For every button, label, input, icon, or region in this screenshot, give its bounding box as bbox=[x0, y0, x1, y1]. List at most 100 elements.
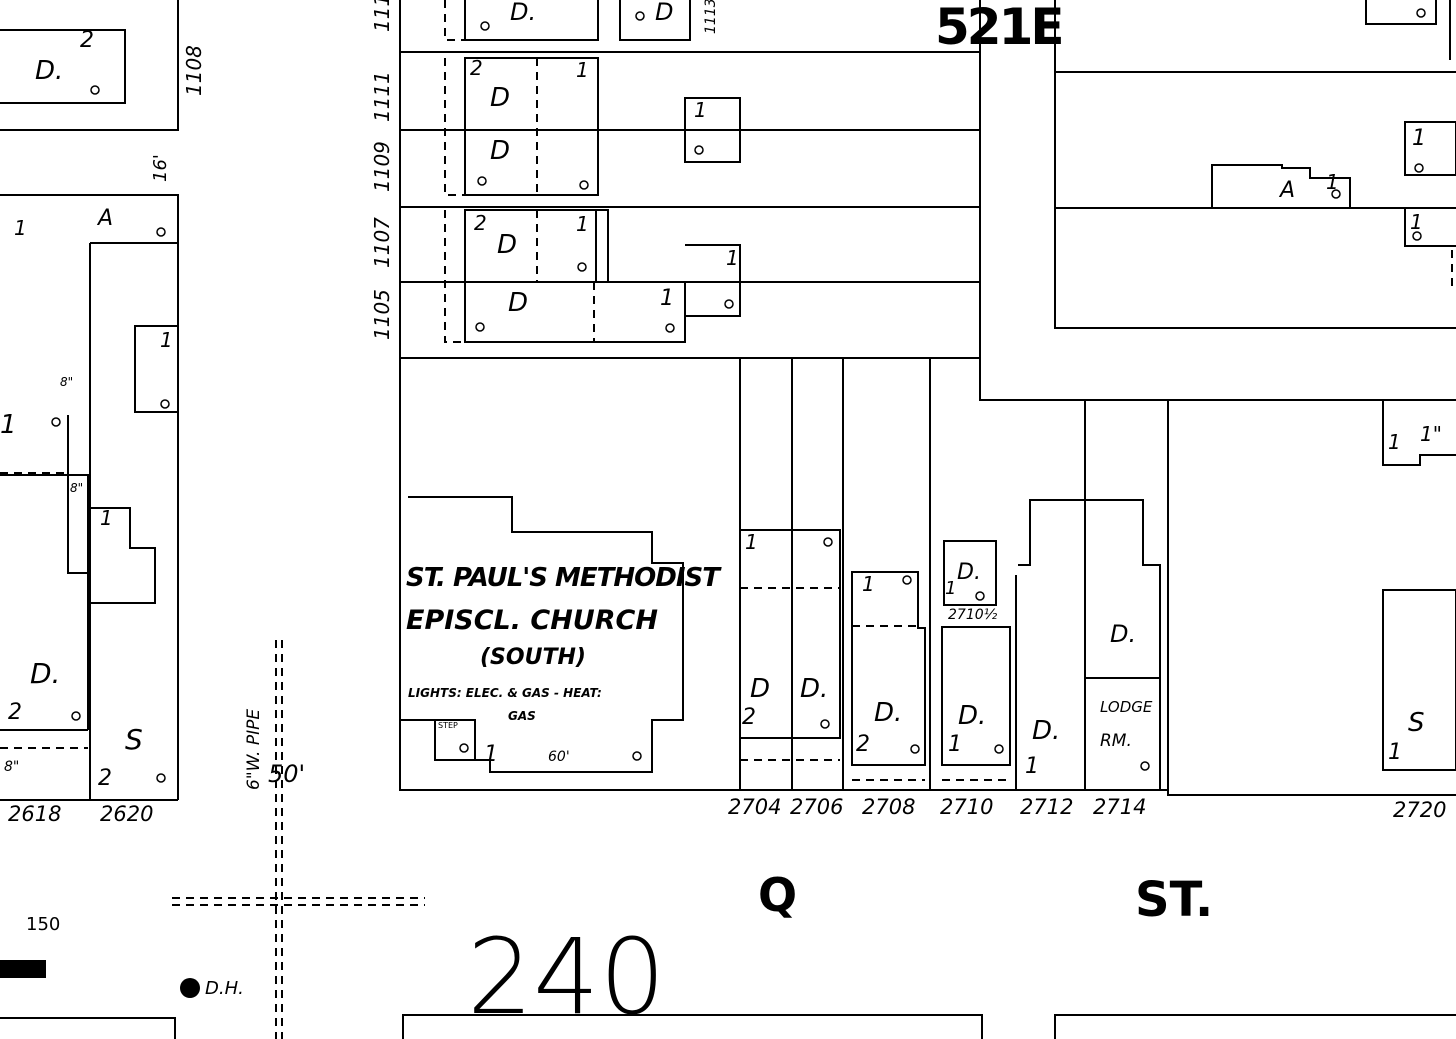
building-outline bbox=[1404, 208, 1456, 247]
story-count: 2 bbox=[856, 732, 870, 757]
dwelling-mark: D bbox=[490, 83, 511, 113]
address: 2704 bbox=[728, 795, 782, 819]
dwelling-mark: D bbox=[490, 136, 511, 166]
building-outline bbox=[464, 209, 686, 343]
dwelling-mark: D. bbox=[35, 56, 64, 86]
address: 2710½ bbox=[948, 607, 998, 623]
dwelling-mark: D bbox=[508, 288, 529, 318]
dwelling-mark: D. bbox=[1110, 620, 1137, 648]
dwelling-mark: D. bbox=[1032, 716, 1061, 746]
building-outline bbox=[0, 474, 89, 730]
street-name-q: Q bbox=[758, 868, 798, 922]
address: 2706 bbox=[790, 795, 844, 819]
story-count: 1 bbox=[745, 530, 758, 554]
story-count: 1 bbox=[1410, 210, 1423, 234]
building-outline bbox=[464, 0, 599, 41]
address: 2720 bbox=[1393, 798, 1447, 822]
address: 2620 bbox=[100, 802, 154, 826]
address: 1111 bbox=[370, 71, 394, 122]
dwelling-mark: D. bbox=[510, 0, 537, 26]
lodge-label: LODGE bbox=[1100, 698, 1153, 716]
church-outline bbox=[400, 496, 684, 773]
church-subtitle: (SOUTH) bbox=[480, 645, 586, 670]
building-outline bbox=[685, 244, 741, 317]
building-outline bbox=[740, 529, 841, 739]
auto-mark: A bbox=[98, 206, 114, 231]
church-height: 60' bbox=[548, 749, 570, 765]
story-count: 1 bbox=[576, 212, 589, 236]
lot-line bbox=[0, 0, 179, 131]
lot-line bbox=[402, 1014, 983, 1039]
lot-line bbox=[0, 194, 179, 800]
building-outline bbox=[0, 29, 126, 104]
story-count: 2 bbox=[8, 700, 22, 725]
building-outline bbox=[67, 415, 90, 574]
story-count: 1 bbox=[0, 410, 17, 440]
story-count: 1 bbox=[694, 98, 707, 122]
hydrant-label: D.H. bbox=[205, 978, 244, 999]
story-count: 1 bbox=[160, 328, 173, 352]
lodge-room: RM. bbox=[1100, 731, 1132, 751]
dwelling-mark: D bbox=[497, 230, 518, 260]
dwelling-mark: D bbox=[750, 674, 771, 704]
building-outline bbox=[943, 540, 997, 606]
story-count: 2 bbox=[470, 56, 483, 80]
building-outline bbox=[1382, 589, 1456, 771]
pipe-size-label: 8" bbox=[4, 759, 20, 775]
address: 1108 bbox=[182, 45, 206, 96]
dwelling-mark: D. bbox=[30, 657, 61, 690]
distance-label: 16' bbox=[150, 154, 171, 182]
story-count: 1 bbox=[14, 216, 27, 240]
story-count: 1 bbox=[726, 246, 739, 270]
story-count: 1 bbox=[1412, 126, 1426, 151]
dashed-wall bbox=[444, 210, 465, 343]
building-outline bbox=[464, 57, 599, 196]
address: 2708 bbox=[862, 795, 916, 819]
building-outline bbox=[90, 507, 156, 604]
block-number: 240 bbox=[467, 916, 666, 1038]
pipe-bar bbox=[0, 960, 46, 978]
distance-label: 150 bbox=[26, 914, 61, 935]
church-utilities: LIGHTS: ELEC. & GAS - HEAT: bbox=[408, 686, 602, 700]
story-count: 1 bbox=[945, 578, 957, 599]
story-count: 1 bbox=[576, 58, 589, 82]
building-outline bbox=[1211, 164, 1351, 208]
address: 1109 bbox=[370, 141, 394, 192]
sheet-number: 521E bbox=[935, 0, 1065, 56]
auto-mark: A bbox=[1280, 178, 1296, 203]
story-count: 1 bbox=[1326, 170, 1339, 194]
address: 1107 bbox=[370, 217, 394, 268]
distance-label: 50' bbox=[268, 760, 306, 788]
story-count: 1" bbox=[1420, 422, 1442, 446]
address: 1113 bbox=[703, 0, 719, 34]
step-label: STEP bbox=[438, 721, 458, 730]
story-count: 1 bbox=[862, 572, 875, 596]
address: 1105 bbox=[370, 289, 394, 340]
building-outline bbox=[941, 626, 1011, 766]
story-count: 1 bbox=[1388, 740, 1402, 765]
church-name: ST. PAUL'S METHODIST bbox=[406, 563, 720, 593]
dwelling-mark: D. bbox=[958, 701, 987, 731]
address: 1115 bbox=[370, 0, 394, 32]
hydrant-dot bbox=[180, 978, 200, 998]
store-mark: S bbox=[125, 723, 143, 756]
store-mark: S bbox=[1408, 708, 1425, 738]
church-heat: GAS bbox=[508, 709, 536, 723]
story-count: 1 bbox=[100, 506, 113, 530]
pipe-size-label: 8" bbox=[60, 375, 74, 389]
building-outline bbox=[684, 97, 741, 163]
dwelling-mark: D bbox=[655, 0, 674, 26]
story-count: 1 bbox=[660, 286, 674, 311]
block-outline bbox=[1167, 400, 1456, 796]
block-outline bbox=[399, 0, 1168, 791]
dwelling-mark: D. bbox=[957, 560, 981, 585]
story-count: 1 bbox=[948, 732, 962, 757]
pipe-size-label: 8" bbox=[70, 481, 84, 495]
lot-line bbox=[979, 0, 1456, 401]
story-count: 2 bbox=[742, 705, 756, 730]
church-outline bbox=[435, 719, 476, 760]
building-outline bbox=[619, 0, 691, 41]
church-denomination: EPISCL. CHURCH bbox=[406, 605, 658, 636]
address: 2712 bbox=[1020, 795, 1074, 819]
